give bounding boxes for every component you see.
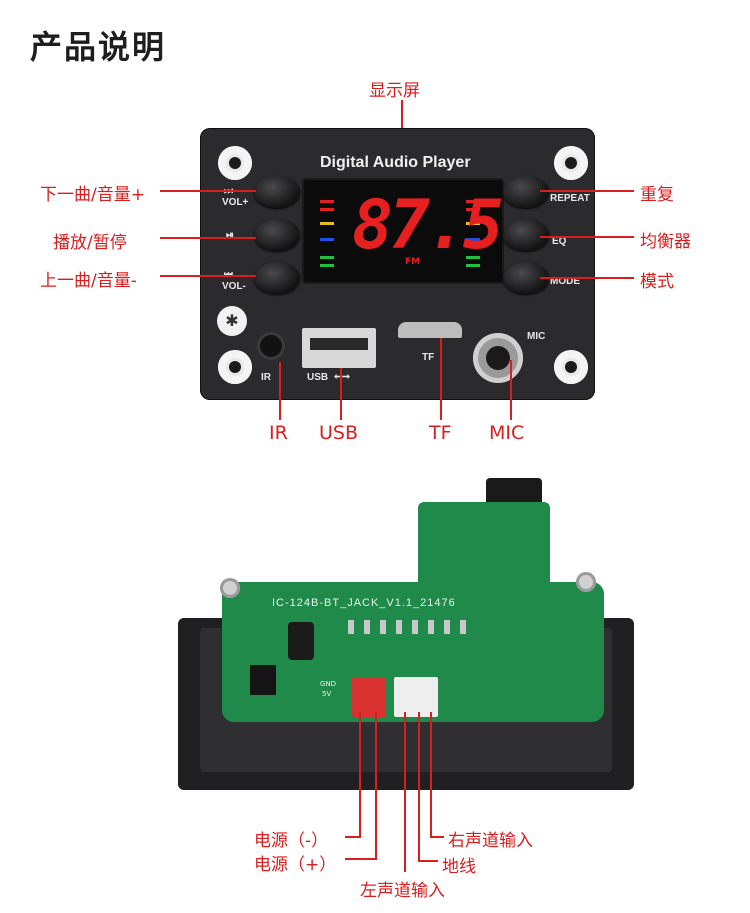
- header-pin: [412, 620, 418, 634]
- callout-line: [340, 368, 342, 420]
- eq-bar: [320, 238, 334, 241]
- next-vol-up-callout: 下一曲/音量+: [40, 185, 145, 205]
- pcb-label: IC-124B-BT_JACK_V1.1_21476: [272, 597, 456, 609]
- callout-line: [345, 858, 377, 860]
- eq-label: EQ: [552, 236, 567, 247]
- eq-bar: [320, 256, 334, 259]
- callout-line: [375, 712, 377, 860]
- callout-line: [404, 712, 406, 872]
- callout-line: [540, 190, 634, 192]
- pcb-extension: [418, 502, 550, 592]
- screw: [220, 578, 240, 598]
- vol-up-label: VOL+: [222, 197, 249, 208]
- repeat-label: REPEAT: [550, 193, 590, 204]
- usb-port[interactable]: [302, 328, 376, 368]
- callout-line: [540, 277, 634, 279]
- silk-gnd: GND: [320, 680, 337, 688]
- audio-input-connector[interactable]: [394, 677, 438, 717]
- next-vol-up-button[interactable]: [254, 176, 300, 208]
- header-pin: [396, 620, 402, 634]
- callout-line: [430, 836, 444, 838]
- mount-hole: [554, 146, 588, 180]
- mode-callout: 模式: [640, 272, 674, 292]
- header-pin: [380, 620, 386, 634]
- header-pin: [460, 620, 466, 634]
- bluetooth-icon: ✱: [217, 306, 247, 336]
- right-input-callout: 右声道输入: [448, 831, 533, 851]
- ir-sensor: [260, 335, 282, 357]
- eq-bar: [466, 200, 480, 203]
- eq-bar: [320, 208, 334, 211]
- usb-label: USB: [307, 372, 329, 383]
- callout-line: [430, 712, 432, 838]
- silk-5v: 5V: [322, 690, 332, 698]
- play-pause-icon: ⏯: [226, 230, 234, 241]
- repeat-button[interactable]: [503, 176, 549, 208]
- tf-label: TF: [422, 352, 435, 363]
- tf-card-slot[interactable]: [398, 322, 462, 338]
- mic-label: MIC: [527, 331, 546, 342]
- power-connector[interactable]: [352, 677, 386, 717]
- ir-label: IR: [261, 372, 271, 383]
- callout-line: [540, 236, 634, 238]
- tf-callout: TF: [429, 422, 452, 444]
- eq-bar: [320, 200, 334, 203]
- callout-line: [345, 836, 361, 838]
- capacitor: [288, 622, 314, 660]
- mount-hole: [218, 146, 252, 180]
- mic-jack[interactable]: [473, 333, 523, 383]
- callout-line: [418, 712, 420, 862]
- eq-bar: [466, 256, 480, 259]
- mic-callout: MIC: [489, 422, 525, 444]
- callout-line: [279, 362, 281, 420]
- prev-vol-down-button[interactable]: [254, 262, 300, 294]
- eq-bar: [466, 208, 480, 211]
- callout-line: [440, 338, 442, 420]
- header-pin: [364, 620, 370, 634]
- eq-button[interactable]: [503, 219, 549, 251]
- screw: [576, 572, 596, 592]
- header-pin: [444, 620, 450, 634]
- display-digits: 87.5: [352, 186, 504, 265]
- eq-bar: [466, 264, 480, 267]
- power-pos-callout: 电源（+）: [254, 855, 337, 875]
- callout-line: [510, 360, 512, 420]
- eq-bar: [320, 222, 334, 225]
- display-callout: 显示屏: [369, 81, 420, 101]
- usb-icon: ⭠⭢: [334, 371, 350, 382]
- callout-line: [160, 275, 256, 277]
- callout-line: [160, 190, 256, 192]
- play-pause-callout: 播放/暂停: [53, 233, 127, 253]
- eq-bar: [320, 264, 334, 267]
- left-input-callout: 左声道输入: [360, 881, 445, 901]
- repeat-callout: 重复: [640, 185, 674, 205]
- mode-label: MODE: [550, 276, 580, 287]
- power-neg-callout: 电源（-）: [254, 831, 329, 851]
- header-pin: [428, 620, 434, 634]
- eq-bar: [466, 222, 480, 225]
- play-pause-button[interactable]: [254, 219, 300, 251]
- callout-line: [160, 237, 256, 239]
- eq-bar: [466, 238, 480, 241]
- usb-callout: USB: [319, 422, 359, 444]
- eq-callout: 均衡器: [640, 232, 691, 252]
- mount-hole: [554, 350, 588, 384]
- ground-callout: 地线: [442, 857, 476, 877]
- prev-vol-down-callout: 上一曲/音量-: [40, 271, 137, 291]
- brand-label: Digital Audio Player: [320, 154, 471, 171]
- mount-hole: [218, 350, 252, 384]
- callout-line: [359, 712, 361, 838]
- regulator-chip: [250, 665, 276, 695]
- page-title: 产品说明: [30, 28, 167, 66]
- display-unit: FM: [405, 257, 421, 267]
- callout-line: [418, 860, 438, 862]
- vol-down-label: VOL-: [222, 281, 246, 292]
- header-pin: [348, 620, 354, 634]
- ir-callout: IR: [269, 422, 288, 444]
